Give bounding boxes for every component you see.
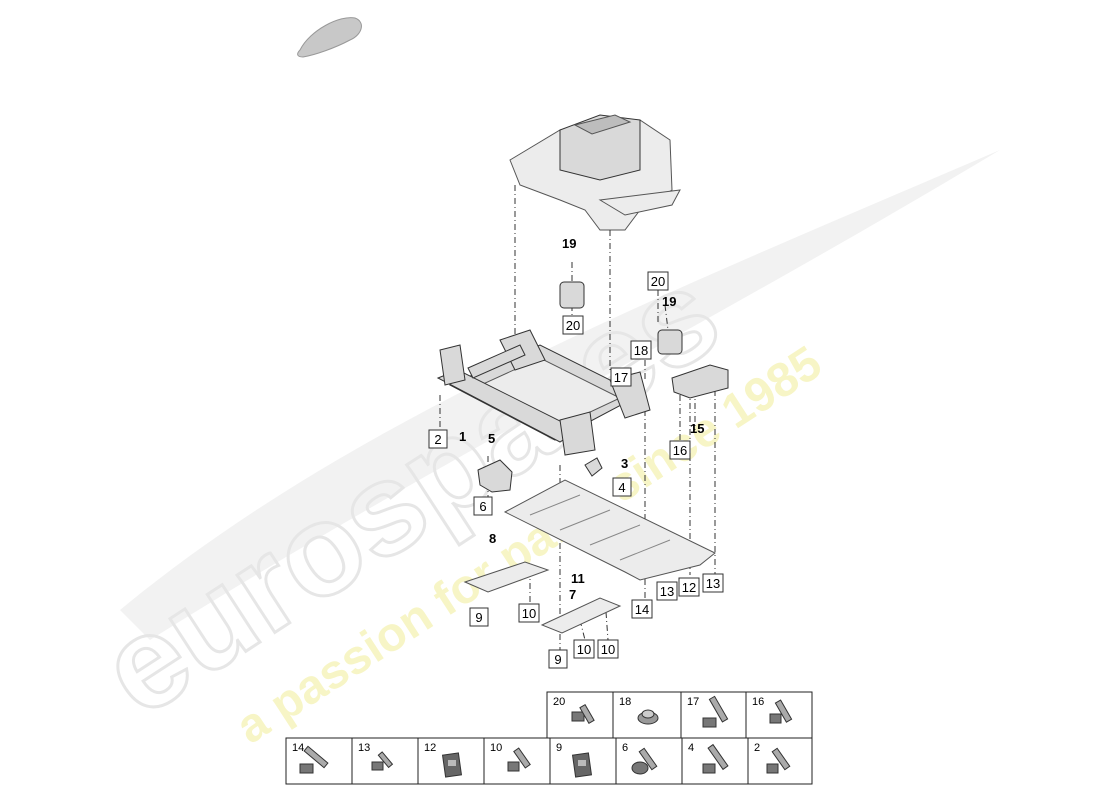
bolt-short-icon [766, 747, 791, 774]
callout-11: 11 [571, 571, 585, 586]
svg-text:17: 17 [687, 696, 699, 708]
bolt-icon [769, 699, 793, 724]
bolt-flange-icon [631, 747, 658, 775]
bolt-long-icon [702, 695, 729, 728]
watermark: eurospares a passion for parts since 198… [74, 150, 1000, 754]
svg-text:2: 2 [754, 742, 760, 754]
bracket-15 [671, 364, 729, 399]
svg-text:4: 4 [618, 480, 625, 495]
clip-nut-icon [571, 752, 593, 778]
svg-text:4: 4 [688, 742, 694, 754]
callout-1: 1 [459, 429, 466, 444]
fastener-cell-6: 6 [615, 737, 683, 785]
fastener-table: 20 18 17 16 [285, 691, 813, 785]
svg-text:10: 10 [577, 642, 591, 657]
fastener-cell-17: 17 [680, 691, 747, 739]
callout-8: 8 [489, 531, 496, 546]
callout-19-right: 19 [662, 294, 676, 309]
boxed-callout-13-right: 13 [702, 573, 724, 593]
svg-text:16: 16 [673, 443, 687, 458]
callout-15: 15 [690, 421, 704, 436]
svg-text:2: 2 [434, 432, 441, 447]
svg-text:20: 20 [651, 274, 665, 289]
boxed-callout-20-left: 20 [562, 315, 584, 335]
fastener-cell-14: 14 [285, 737, 353, 785]
svg-text:12: 12 [682, 580, 696, 595]
fastener-cell-20: 20 [546, 691, 614, 739]
svg-text:9: 9 [475, 610, 482, 625]
boxed-callouts: 20 20 18 17 2 16 4 6 [428, 271, 724, 669]
fastener-cell-2: 2 [747, 737, 813, 785]
fastener-cell-10: 10 [483, 737, 551, 785]
svg-text:14: 14 [635, 602, 649, 617]
svg-text:13: 13 [706, 576, 720, 591]
boxed-callout-9-left: 9 [469, 607, 489, 627]
callout-19-left: 19 [562, 236, 576, 251]
boxed-callout-6: 6 [473, 496, 493, 516]
fastener-cell-16: 16 [745, 691, 813, 739]
boxed-callout-13-left: 13 [656, 581, 678, 601]
svg-text:20: 20 [553, 696, 565, 708]
svg-text:10: 10 [490, 742, 502, 754]
svg-text:9: 9 [556, 742, 562, 754]
callout-5: 5 [488, 431, 495, 446]
callout-7: 7 [569, 587, 576, 602]
bolt-flange-icon [571, 704, 595, 724]
bracket-5 [477, 459, 513, 493]
svg-text:9: 9 [554, 652, 561, 667]
boxed-callout-16: 16 [669, 440, 691, 460]
bolt-short-icon [371, 751, 394, 771]
svg-text:18: 18 [619, 696, 631, 708]
bushing-19-right [657, 329, 683, 355]
svg-text:10: 10 [522, 606, 536, 621]
svg-text:6: 6 [622, 742, 628, 754]
svg-text:16: 16 [752, 696, 764, 708]
boxed-callout-2: 2 [428, 429, 448, 449]
boxed-callout-20-right: 20 [647, 271, 669, 291]
boxed-callout-17: 17 [610, 367, 632, 387]
fastener-cell-4: 4 [681, 737, 749, 785]
underbody-panel [503, 479, 716, 581]
svg-text:13: 13 [358, 742, 370, 754]
svg-text:18: 18 [634, 343, 648, 358]
boxed-callout-14: 14 [631, 599, 653, 619]
fastener-cell-13: 13 [351, 737, 419, 785]
fastener-cell-9: 9 [549, 737, 617, 785]
clip-nut-icon [441, 752, 463, 778]
boxed-callout-18: 18 [630, 340, 652, 360]
boxed-callout-4: 4 [612, 477, 632, 497]
svg-text:13: 13 [660, 584, 674, 599]
callout-3: 3 [621, 456, 628, 471]
brace-plate-7 [540, 597, 622, 634]
bold-callouts: 19 19 1 5 3 15 8 11 7 [459, 236, 704, 602]
boxed-callout-9-bottom: 9 [548, 649, 568, 669]
subframe [436, 329, 651, 456]
svg-text:12: 12 [424, 742, 436, 754]
bolt-icon [507, 747, 531, 772]
brace-plate-8 [463, 561, 550, 593]
fastener-cell-12: 12 [417, 737, 485, 785]
svg-text:20: 20 [566, 318, 580, 333]
bolt-long-icon [702, 743, 729, 774]
drive-unit [509, 114, 681, 231]
boxed-callout-12: 12 [678, 577, 700, 597]
boxed-callout-10-left: 10 [518, 603, 540, 623]
boxed-callout-10-bottom-a: 10 [573, 639, 595, 659]
bushing-19-left [559, 281, 585, 309]
svg-text:6: 6 [479, 499, 486, 514]
bracket-3 [584, 457, 603, 477]
bolt-long-icon [299, 745, 329, 774]
svg-text:14: 14 [292, 742, 304, 754]
fastener-cell-18: 18 [612, 691, 682, 739]
boxed-callout-10-bottom-b: 10 [597, 639, 619, 659]
grommet-icon [637, 709, 659, 725]
car-silhouette-icon [297, 17, 362, 58]
svg-text:17: 17 [614, 370, 628, 385]
svg-text:10: 10 [601, 642, 615, 657]
